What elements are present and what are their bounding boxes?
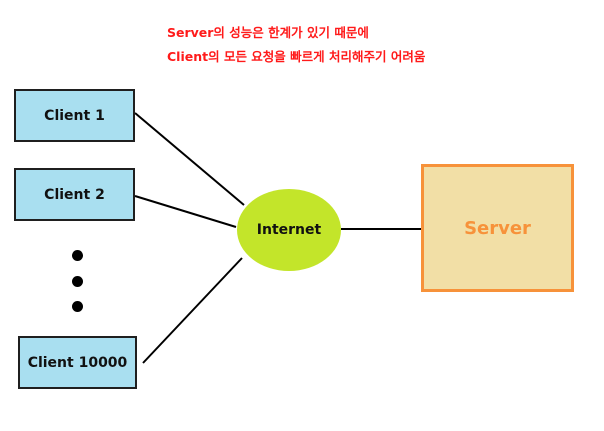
link-client1-internet: [134, 112, 245, 206]
server-label: Server: [464, 217, 531, 239]
client-1-box: Client 1: [14, 89, 135, 142]
link-client2-internet: [134, 195, 237, 228]
internet-node: Internet: [237, 189, 341, 271]
server-box: Server: [421, 164, 574, 292]
client-10000-label: Client 10000: [27, 354, 128, 371]
client-10000-box: Client 10000: [18, 336, 137, 389]
internet-label: Internet: [256, 222, 322, 238]
caption-line-1: Server의 성능은 한계가 있기 때문에: [167, 25, 369, 40]
caption-line-2: Client의 모든 요청을 빠르게 처리해주기 어려움: [167, 49, 426, 64]
client-1-label: Client 1: [44, 107, 105, 124]
client-2-box: Client 2: [14, 168, 135, 221]
ellipsis-dot-3: [72, 301, 83, 312]
client-2-label: Client 2: [44, 186, 105, 203]
ellipsis-dot-1: [72, 250, 83, 261]
ellipsis-dot-2: [72, 276, 83, 287]
link-client3-internet: [142, 257, 243, 364]
